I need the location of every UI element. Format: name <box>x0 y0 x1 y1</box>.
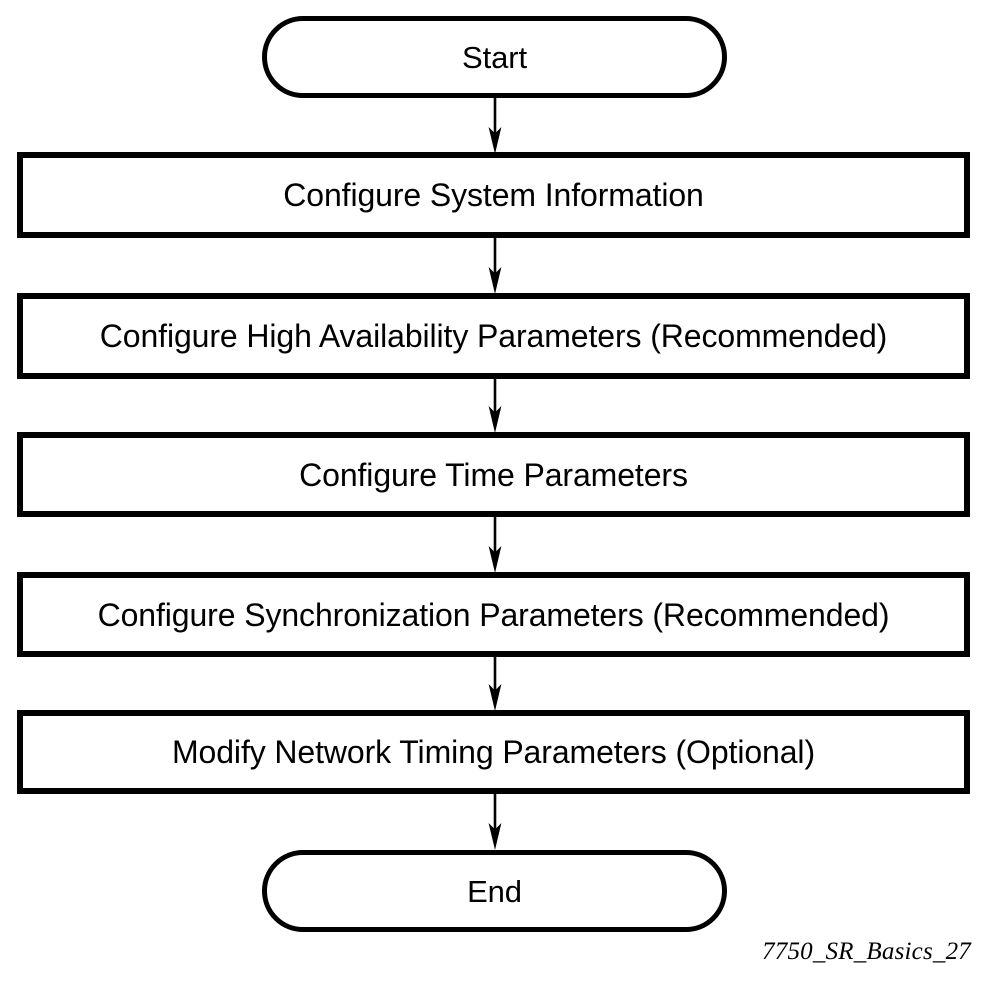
flow-node-end-label: End <box>467 873 522 909</box>
flow-node-configure-high-availability-parameters-label: Configure High Availability Parameters (… <box>99 318 888 354</box>
flow-node-configure-system-information-label: Configure System Information <box>283 177 704 213</box>
flow-arrow-timing-to-end <box>487 792 503 852</box>
flow-node-configure-time-parameters-label: Configure Time Parameters <box>299 456 688 493</box>
flow-node-configure-synchronization-parameters-label: Configure Synchronization Parameters (Re… <box>97 596 890 633</box>
flow-node-configure-time-parameters[interactable]: Configure Time Parameters <box>17 432 970 517</box>
flow-node-configure-system-information[interactable]: Configure System Information <box>17 152 970 238</box>
flow-node-configure-high-availability-parameters[interactable]: Configure High Availability Parameters (… <box>17 293 970 379</box>
flow-node-configure-synchronization-parameters[interactable]: Configure Synchronization Parameters (Re… <box>17 572 970 657</box>
figure-caption: 7750_SR_Basics_27 <box>762 938 971 965</box>
flow-arrow-ha-to-time <box>487 377 503 435</box>
flow-arrow-sync-to-timing <box>487 655 503 713</box>
flow-node-modify-network-timing-parameters-label: Modify Network Timing Parameters (Option… <box>171 734 815 770</box>
flow-arrow-time-to-sync <box>487 515 503 575</box>
flow-node-modify-network-timing-parameters[interactable]: Modify Network Timing Parameters (Option… <box>17 710 970 794</box>
flow-arrow-start-to-system <box>487 96 503 156</box>
flow-node-start[interactable]: Start <box>262 16 727 98</box>
flow-node-start-label: Start <box>462 39 527 75</box>
flow-node-end[interactable]: End <box>262 850 727 932</box>
flow-arrow-system-to-ha <box>487 236 503 296</box>
